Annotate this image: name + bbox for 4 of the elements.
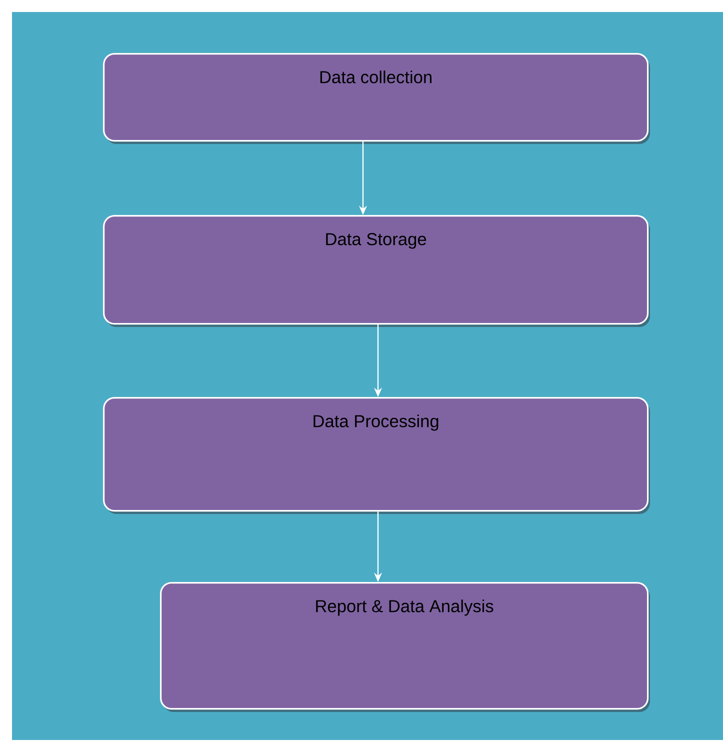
process-box: Data Storage (103, 215, 650, 327)
process-box: Data Processing (103, 397, 650, 514)
process-box: Report & Data Analysis (160, 582, 650, 712)
process-box: Data collection (103, 53, 650, 144)
